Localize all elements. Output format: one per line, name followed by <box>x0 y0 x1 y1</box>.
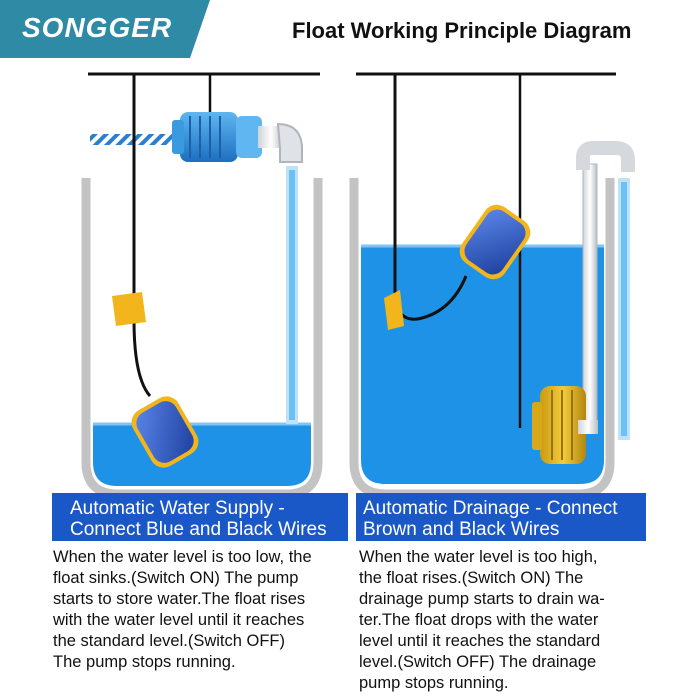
left-panel-description: When the water level is too low, the flo… <box>53 547 348 673</box>
left-heading-line-2: Connect Blue and Black Wires <box>70 519 327 540</box>
right-desc-line-2: the float rises.(Switch ON) The <box>359 569 584 587</box>
left-desc-line-3: starts to store water.The float rises <box>53 590 306 608</box>
right-desc-line-6: level.(Switch OFF) The drainage <box>359 653 597 671</box>
left-tank-group <box>81 72 323 499</box>
right-heading-line-1: Automatic Drainage - Connect <box>363 498 618 519</box>
page-title: Float Working Principle Diagram <box>292 18 632 43</box>
right-heading-line-2: Brown and Black Wires <box>363 519 560 540</box>
right-panel-heading: Automatic Drainage - Connect Brown and B… <box>356 493 646 541</box>
brand-logo-badge <box>0 0 210 58</box>
right-desc-line-4: ter.The float drops with the water <box>359 611 599 629</box>
right-desc-line-7: pump stops running. <box>359 674 509 692</box>
left-desc-line-2: float sinks.(Switch ON) The pump <box>53 569 299 587</box>
left-desc-line-5: the standard level.(Switch OFF) <box>53 632 285 650</box>
left-desc-line-6: The pump stops running. <box>53 653 236 671</box>
right-desc-line-1: When the water level is too high, <box>359 548 598 566</box>
right-desc-line-5: level until it reaches the standard <box>359 632 601 650</box>
left-heading-line-1: Automatic Water Supply - <box>70 498 285 519</box>
right-desc-line-3: drainage pump starts to drain wa- <box>359 590 605 608</box>
brand-logo-text: SONGGER <box>22 12 173 43</box>
left-desc-line-4: with the water level until it reaches <box>53 611 305 629</box>
left-panel-heading: Automatic Water Supply - Connect Blue an… <box>52 493 348 541</box>
right-tank-group <box>349 72 635 499</box>
left-desc-line-1: When the water level is too low, the <box>53 548 312 566</box>
right-panel-description: When the water level is too high, the fl… <box>359 547 649 694</box>
